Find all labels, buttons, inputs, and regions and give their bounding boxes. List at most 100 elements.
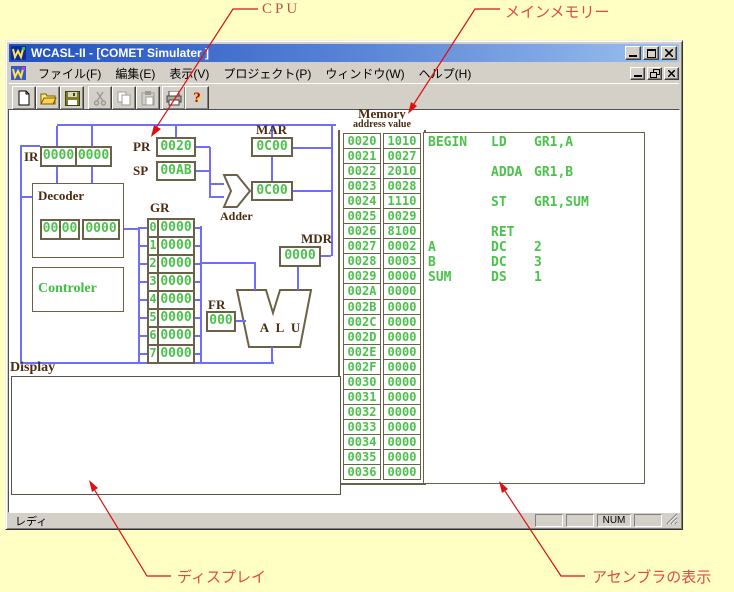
minimize-icon bbox=[629, 55, 637, 57]
decoder-field-3: 0000 bbox=[82, 219, 120, 240]
sp-label: SP bbox=[133, 163, 149, 178]
paste-clipboard-icon bbox=[141, 90, 155, 105]
memory-address-cell: 0033 bbox=[344, 420, 380, 435]
mdi-restore-icon bbox=[649, 68, 660, 78]
wire bbox=[91, 126, 93, 147]
alu-label: A L U bbox=[259, 320, 303, 335]
mdi-close-button[interactable] bbox=[664, 66, 679, 80]
toolbar: ? bbox=[9, 83, 679, 111]
memory-address-cell: 0030 bbox=[344, 375, 380, 390]
memory-value-cell: 0000 bbox=[384, 390, 420, 405]
annotation-main-memory: メインメモリー bbox=[505, 4, 610, 21]
assembler-op: ST bbox=[491, 195, 507, 210]
pr-register: 0020 bbox=[156, 137, 196, 157]
memory-address-cell: 0028 bbox=[344, 254, 380, 270]
memory-value-cell: 0000 bbox=[384, 435, 420, 450]
wire bbox=[138, 335, 147, 337]
gr-register: 0000 bbox=[157, 308, 195, 328]
display-label: Display bbox=[10, 360, 56, 375]
assembler-operand: GR1,A bbox=[534, 135, 574, 150]
memory-address-cell: 0031 bbox=[344, 390, 380, 405]
mdr-label: MDR bbox=[301, 231, 333, 246]
cut-button[interactable] bbox=[88, 86, 112, 110]
status-message: レディ bbox=[15, 515, 48, 528]
mdi-minimize-button[interactable] bbox=[630, 66, 645, 80]
memory-value-cell: 0028 bbox=[384, 179, 420, 195]
wire bbox=[138, 353, 147, 355]
wire bbox=[331, 126, 333, 256]
open-file-button[interactable] bbox=[36, 86, 60, 110]
mar-label: MAR bbox=[256, 122, 288, 137]
assembler-row: ADDA GR1,B bbox=[424, 165, 644, 180]
adder-shape bbox=[222, 174, 252, 208]
wire bbox=[193, 299, 200, 301]
close-button[interactable] bbox=[661, 46, 677, 60]
memory-value-cell: 0000 bbox=[384, 330, 420, 345]
wire bbox=[138, 263, 147, 265]
gr-register: 0000 bbox=[157, 326, 195, 346]
memory-address-cell: 002D bbox=[344, 330, 380, 345]
minimize-button[interactable] bbox=[625, 46, 641, 60]
menu-file[interactable]: ファイル(F) bbox=[38, 66, 102, 81]
wire bbox=[138, 281, 147, 283]
menu-window[interactable]: ウィンドウ(W) bbox=[325, 66, 405, 81]
memory-value-cell: 0000 bbox=[384, 405, 420, 420]
annotation-cpu: CPU bbox=[262, 1, 301, 17]
wire bbox=[20, 145, 40, 147]
memory-address-cell: 0024 bbox=[344, 194, 380, 210]
wire bbox=[193, 281, 200, 283]
memory-value-cell: 0000 bbox=[384, 420, 420, 435]
wire bbox=[196, 146, 210, 148]
sp-register: 00AB bbox=[156, 161, 196, 181]
memory-value-cell: 0000 bbox=[384, 375, 420, 390]
menu-edit[interactable]: 編集(E) bbox=[115, 66, 156, 81]
maximize-button[interactable] bbox=[643, 46, 659, 60]
display-box bbox=[11, 376, 341, 495]
gr-register: 0000 bbox=[157, 236, 195, 256]
wire bbox=[138, 299, 147, 301]
assembler-operand: GR1,B bbox=[534, 165, 574, 180]
wire bbox=[138, 230, 140, 362]
gr-register: 0000 bbox=[157, 290, 195, 310]
wire bbox=[20, 145, 22, 364]
wire bbox=[271, 126, 273, 139]
assembler-op: ADDA bbox=[491, 165, 523, 180]
wire bbox=[236, 320, 246, 322]
ir-label: IR bbox=[24, 149, 39, 164]
ir-register-high: 0000 bbox=[40, 146, 77, 167]
alu-shape bbox=[235, 289, 313, 348]
mdi-restore-button[interactable] bbox=[647, 66, 662, 80]
wire bbox=[254, 262, 256, 290]
memory-value-cell: 1110 bbox=[384, 194, 420, 210]
assembler-label: SUM bbox=[428, 270, 452, 285]
cut-scissors-icon bbox=[93, 91, 107, 106]
new-file-button[interactable] bbox=[12, 86, 36, 110]
pr-label: PR bbox=[133, 139, 151, 154]
assembler-op: DS bbox=[491, 270, 507, 285]
open-folder-icon bbox=[39, 93, 57, 105]
annotation-assembler: アセンブラの表示 bbox=[592, 569, 712, 586]
wire bbox=[120, 228, 140, 230]
gr-label: GR bbox=[150, 200, 170, 215]
wire bbox=[138, 317, 147, 319]
memory-address-cell: 002B bbox=[344, 300, 380, 315]
wire bbox=[193, 227, 200, 229]
resize-grip[interactable] bbox=[665, 512, 678, 530]
copy-button[interactable] bbox=[112, 86, 136, 110]
memory-value-cell: 0000 bbox=[384, 315, 420, 330]
fr-label: FR bbox=[208, 297, 226, 312]
save-floppy-icon bbox=[64, 90, 80, 106]
gr-register: 0000 bbox=[157, 344, 195, 364]
memory-value-cell: 2010 bbox=[384, 164, 420, 180]
memory-value-cell: 0000 bbox=[384, 300, 420, 315]
memory-address-cell: 002E bbox=[344, 345, 380, 360]
memory-address-cell: 0029 bbox=[344, 269, 380, 285]
mdi-system-icon[interactable] bbox=[11, 65, 27, 81]
